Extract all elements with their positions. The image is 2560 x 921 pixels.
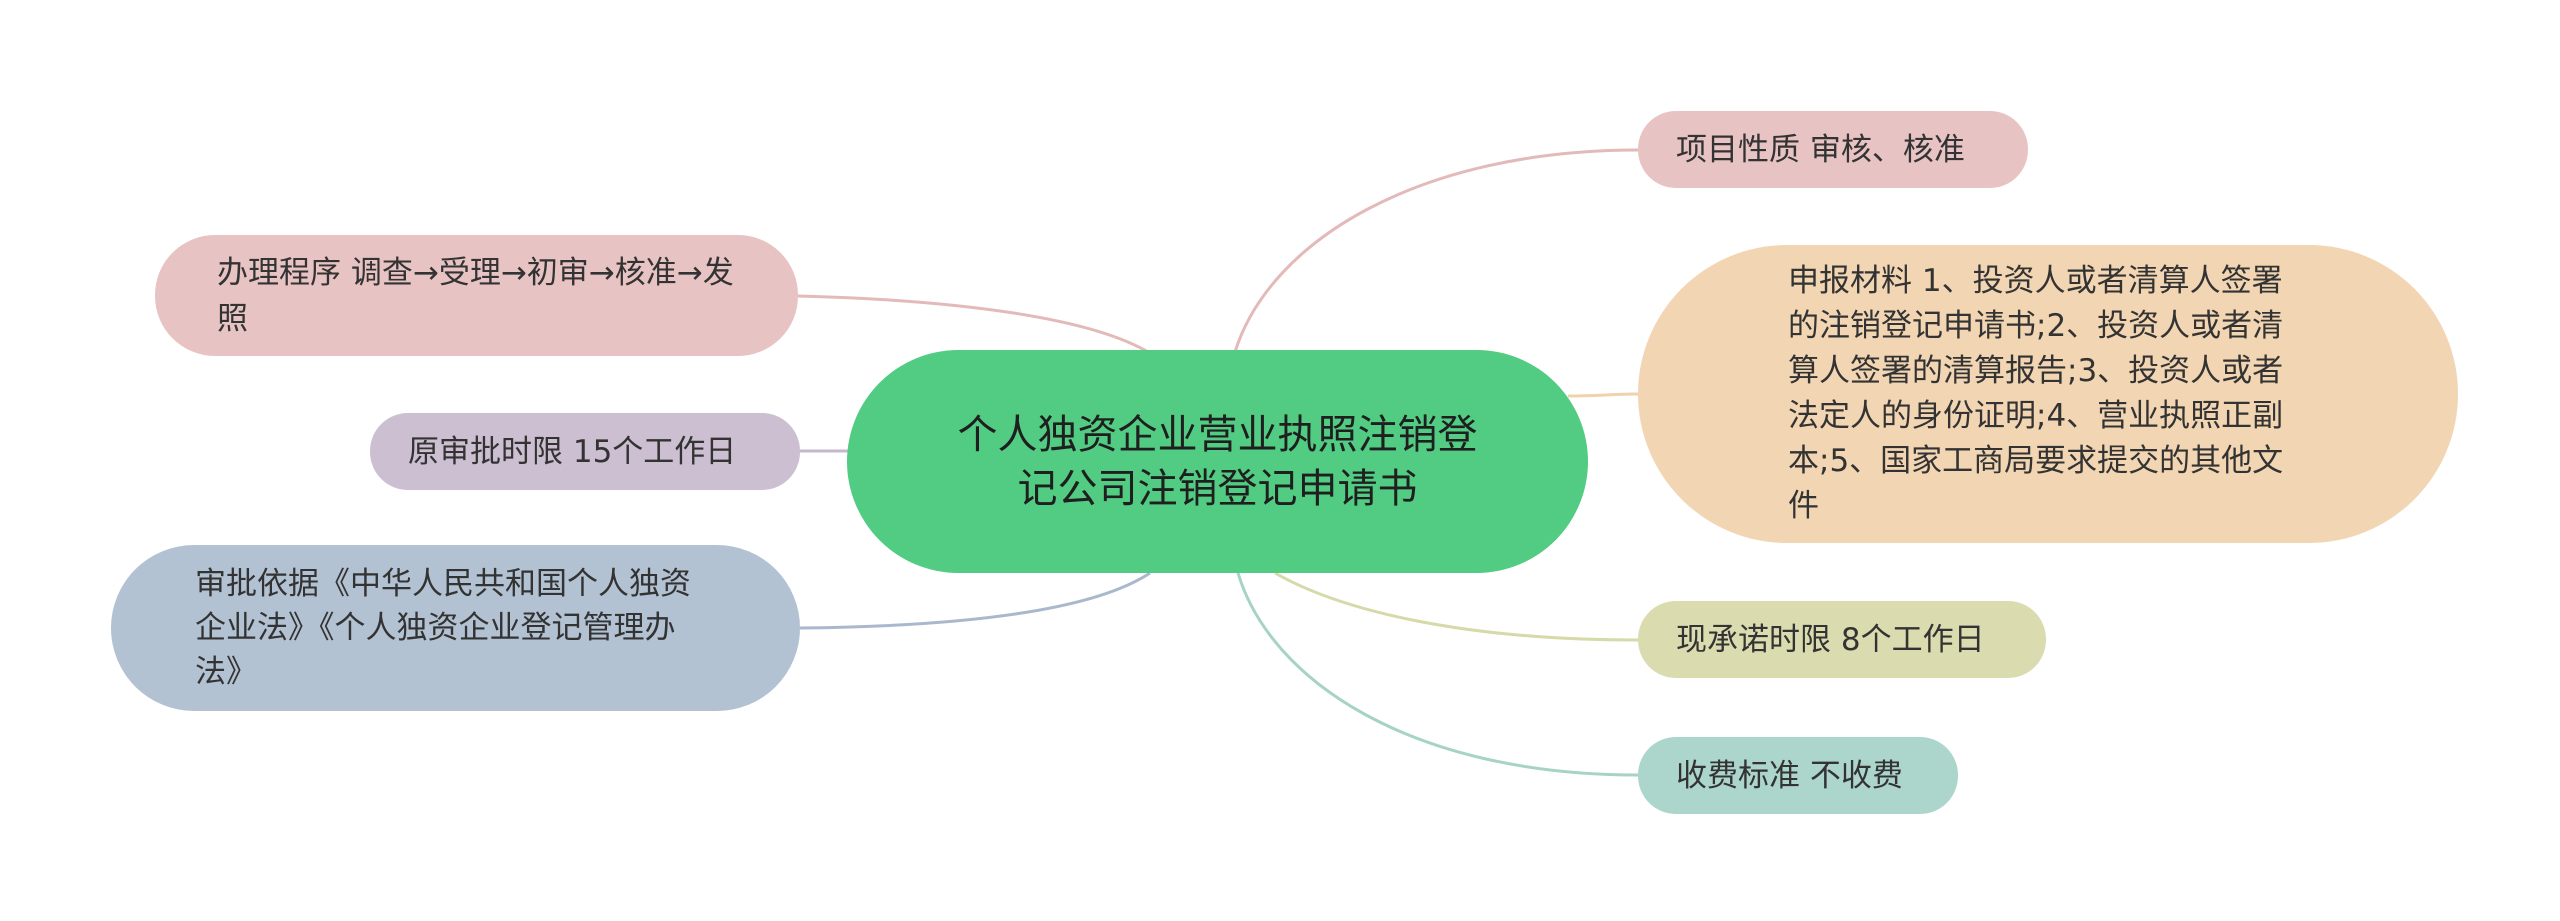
connector-nature <box>1233 148 1639 353</box>
central-topic-node[interactable]: 个人独资企业营业执照注销登记公司注销登记申请书 <box>847 350 1588 573</box>
connector-materials <box>1567 392 1639 398</box>
branch-node-nature[interactable]: 项目性质 审核、核准 <box>1638 111 2028 188</box>
branch-label-materials: 申报材料 1、投资人或者清算人签署的注销登记申请书;2、投资人或者清算人签署的清… <box>1788 263 2284 524</box>
branch-node-materials[interactable]: 申报材料 1、投资人或者清算人签署的注销登记申请书;2、投资人或者清算人签署的清… <box>1638 245 2458 543</box>
branch-label-fee: 收费标准 不收费 <box>1676 757 1903 794</box>
branch-node-procedure[interactable]: 办理程序 调查→受理→初审→核准→发照 <box>155 235 798 356</box>
connector-basis <box>799 571 1151 630</box>
branch-label-promise-limit: 现承诺时限 8个工作日 <box>1676 621 1985 658</box>
branch-node-fee[interactable]: 收费标准 不收费 <box>1638 737 1958 814</box>
branch-label-basis: 审批依据《中华人民共和国个人独资企业法》《个人独资企业登记管理办法》 <box>195 566 691 690</box>
connector-promise-limit <box>1274 571 1639 642</box>
branch-node-original-limit[interactable]: 原审批时限 15个工作日 <box>370 413 800 490</box>
central-topic-label: 个人独资企业营业执照注销登记公司注销登记申请书 <box>957 411 1478 512</box>
branch-label-nature: 项目性质 审核、核准 <box>1676 131 1965 168</box>
branch-label-original-limit: 原审批时限 15个工作日 <box>408 433 737 470</box>
connector-fee <box>1236 572 1639 777</box>
connector-procedure <box>797 294 1149 354</box>
branch-node-basis[interactable]: 审批依据《中华人民共和国个人独资企业法》《个人独资企业登记管理办法》 <box>111 545 800 711</box>
branch-label-procedure: 办理程序 调查→受理→初审→核准→发照 <box>217 254 734 337</box>
branch-node-promise-limit[interactable]: 现承诺时限 8个工作日 <box>1638 601 2046 678</box>
